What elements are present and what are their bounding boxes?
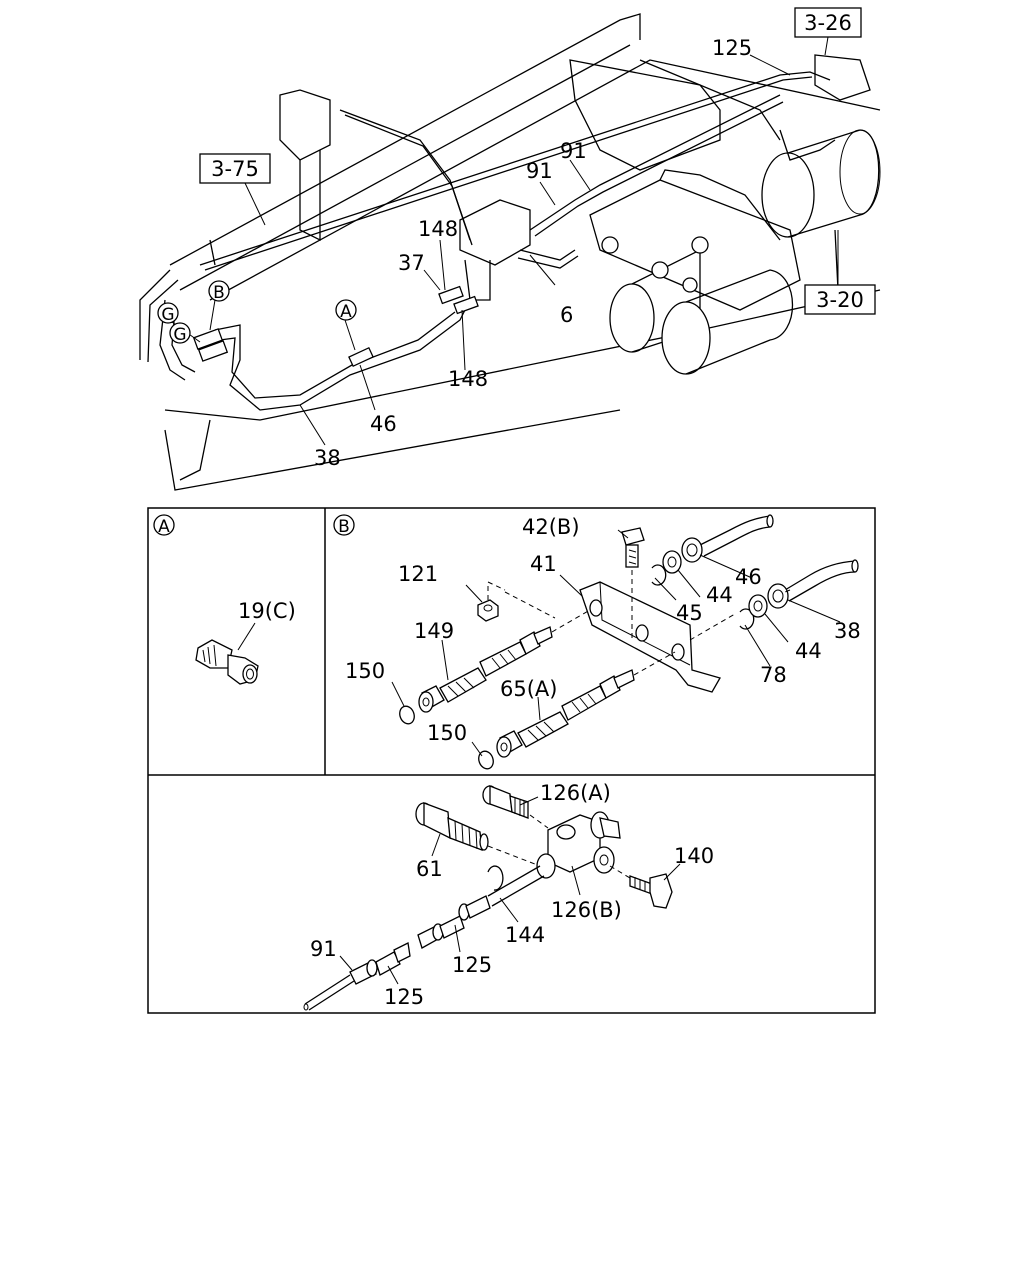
callout-circle-g-lower <box>169 322 191 344</box>
label-91-upper: 91 <box>560 139 587 163</box>
panel-b-marker-circle <box>333 514 355 536</box>
label-140: 140 <box>674 844 714 868</box>
callout-circle-b <box>208 280 230 302</box>
snap-ring-45 <box>651 564 667 586</box>
label-91-lower: 91 <box>526 159 553 183</box>
o-ring-150-upper <box>399 705 415 725</box>
label-125-lower: 125 <box>384 985 424 1009</box>
nut-44-lower <box>748 594 768 618</box>
nut-121 <box>477 599 499 622</box>
label-150-upper: 150 <box>345 659 385 683</box>
label-125: 125 <box>712 36 752 60</box>
hose-149 <box>418 626 553 713</box>
ref-box-3-20[interactable] <box>804 284 876 315</box>
bracket-41 <box>579 581 721 693</box>
callout-circle-g-upper <box>157 302 179 324</box>
label-144: 144 <box>505 923 545 947</box>
tube-38 <box>767 559 859 609</box>
label-46-detail: 46 <box>735 565 762 589</box>
label-37: 37 <box>398 251 425 275</box>
union-fitting-19c <box>195 639 259 685</box>
chassis-overview <box>139 13 881 491</box>
hose-65a <box>496 669 635 758</box>
label-44-lower: 44 <box>795 639 822 663</box>
tube-46 <box>681 514 774 563</box>
label-91-detail: 91 <box>310 937 337 961</box>
bolt-140 <box>609 865 673 909</box>
callout-circle-a <box>335 299 357 321</box>
label-38: 38 <box>314 446 341 470</box>
label-19c: 19(C) <box>238 599 296 623</box>
label-61: 61 <box>416 857 443 881</box>
overview-leaders <box>171 36 839 446</box>
callout-b: B <box>213 283 225 303</box>
label-45: 45 <box>676 601 703 625</box>
nut-44-upper <box>662 550 682 574</box>
ref-3-20: 3-20 <box>816 288 864 312</box>
panel-a-marker: A <box>158 517 170 537</box>
label-41: 41 <box>530 552 557 576</box>
tee-connector-126b <box>536 811 621 879</box>
tube-91-assembly <box>303 865 545 1011</box>
connector-61 <box>415 802 489 851</box>
label-78: 78 <box>760 663 787 687</box>
detail-frame <box>147 507 876 1014</box>
label-38-detail: 38 <box>834 619 861 643</box>
label-46: 46 <box>370 412 397 436</box>
label-44-upper: 44 <box>706 583 733 607</box>
label-6: 6 <box>560 303 573 327</box>
ref-box-3-75[interactable] <box>199 153 271 184</box>
ref-3-26: 3-26 <box>804 11 852 35</box>
label-148-lower: 148 <box>448 367 488 391</box>
air-tank-lower-2 <box>661 269 793 375</box>
callout-a: A <box>340 302 352 322</box>
ref-box-3-26[interactable] <box>794 7 862 38</box>
label-125-upper: 125 <box>452 953 492 977</box>
air-tank-upper <box>761 129 881 238</box>
snap-ring-144 <box>487 865 504 891</box>
label-42b: 42(B) <box>522 515 580 539</box>
o-ring-150-lower <box>478 750 494 770</box>
panel-b: B <box>333 514 861 770</box>
panel-c: 126(A) 61 140 126(B) 144 91 125 125 <box>303 781 714 1011</box>
label-148-upper: 148 <box>418 217 458 241</box>
label-150-lower: 150 <box>427 721 467 745</box>
callout-g-upper: G <box>161 305 174 325</box>
ref-3-75: 3-75 <box>211 157 259 181</box>
panel-b-marker: B <box>338 517 350 537</box>
label-65a: 65(A) <box>500 677 557 701</box>
panel-a: A 19(C) <box>153 514 296 685</box>
label-121: 121 <box>398 562 438 586</box>
callout-g-lower: G <box>173 325 186 345</box>
panel-a-marker-circle <box>153 514 175 536</box>
snap-ring-78 <box>739 608 755 630</box>
connector-126a <box>482 785 529 819</box>
label-126a: 126(A) <box>540 781 611 805</box>
label-126b: 126(B) <box>551 898 622 922</box>
bolt-42b <box>621 527 645 640</box>
label-149: 149 <box>414 619 454 643</box>
